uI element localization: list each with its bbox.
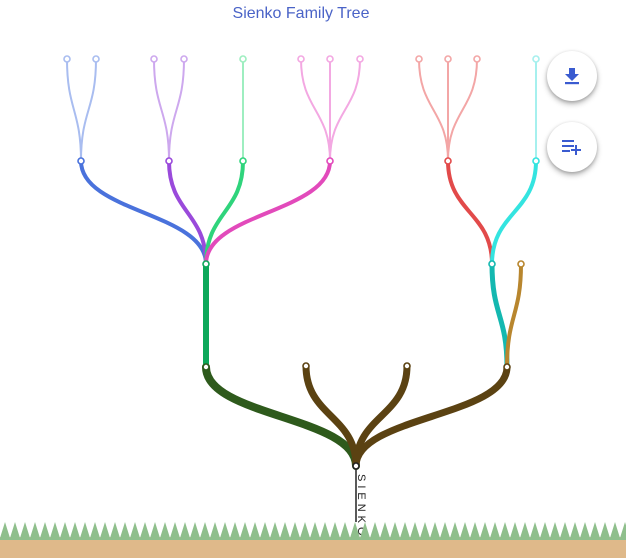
playlist-add-icon [562,140,581,155]
branch-blue [79,159,208,266]
twig-purple [168,58,185,162]
branch-root-right [352,363,511,470]
ground [0,522,626,558]
twig-blue [66,58,82,162]
twig-purple [153,58,170,162]
branch-right-gold [505,262,523,369]
branch-purple [167,159,208,266]
branch-root-center-left [302,362,360,470]
add-to-list-button[interactable] [547,122,597,172]
person-node[interactable] [356,55,364,63]
person-node[interactable] [77,157,85,165]
twig-red [418,58,449,162]
branch-right-teal [489,261,510,370]
person-node[interactable] [202,363,210,371]
branch-root-left [202,363,360,470]
twig-pink [300,58,331,162]
person-node[interactable] [202,260,210,268]
branch-green [204,159,245,266]
person-node[interactable] [92,55,100,63]
person-node[interactable] [444,55,452,63]
person-node[interactable] [503,363,511,371]
download-button[interactable] [547,51,597,101]
person-node[interactable] [444,157,452,165]
person-node[interactable] [403,362,411,370]
person-node[interactable] [326,157,334,165]
person-node[interactable] [297,55,305,63]
person-node[interactable] [165,157,173,165]
branch-cyan [490,159,538,266]
trunk-surname-label: SIENKO [355,474,367,540]
person-node[interactable] [517,260,525,268]
person-node[interactable] [473,55,481,63]
twig-blue [80,58,97,162]
person-node[interactable] [302,362,310,370]
page-title: Sienko Family Tree [232,5,370,22]
branch-red [446,159,494,266]
person-node[interactable] [63,55,71,63]
person-node[interactable] [532,55,540,63]
download-icon [565,68,579,85]
twig-red [447,58,478,162]
branch-pink [204,159,332,266]
person-node[interactable] [415,55,423,63]
person-node[interactable] [239,157,247,165]
person-node[interactable] [488,260,496,268]
person-node[interactable] [150,55,158,63]
twig-pink [329,58,361,162]
person-node[interactable] [180,55,188,63]
person-node[interactable] [326,55,334,63]
person-node[interactable] [532,157,540,165]
person-node-root[interactable] [352,462,360,470]
person-node[interactable] [239,55,247,63]
